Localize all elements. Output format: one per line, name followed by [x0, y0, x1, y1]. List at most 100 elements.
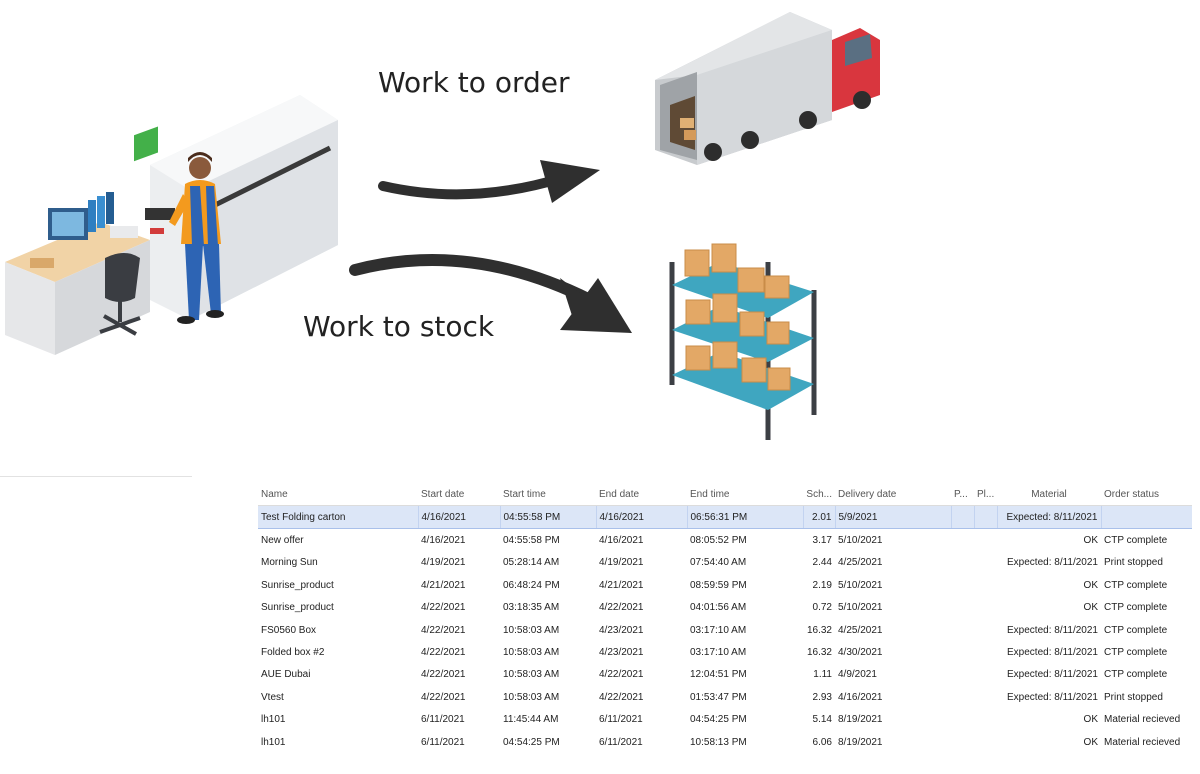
pl-cell — [974, 552, 997, 574]
start-date-cell: 4/16/2021 — [417, 504, 500, 530]
pl-cell — [974, 619, 997, 641]
end-date-cell: 6/11/2021 — [599, 714, 643, 726]
order-status-cell: CTP complete — [1104, 535, 1168, 547]
table-row[interactable]: FS0560 Box 4/22/2021 10:58:03 AM 4/23/2021 0… — [258, 619, 1192, 641]
order-status-cell: CTP complete — [1104, 602, 1168, 614]
column-header-delivery-date[interactable]: Delivery date — [835, 483, 951, 506]
end-date-cell: 4/23/2021 — [599, 647, 644, 659]
start-date-cell: 4/22/2021 — [421, 624, 466, 636]
end-time-cell: 12:04:51 PM — [690, 669, 747, 681]
arrow-to-stock-icon — [349, 254, 632, 333]
p-cell — [951, 529, 974, 552]
schedule-cell: 5.14 — [812, 714, 832, 726]
end-time-cell: 01:53:47 PM — [690, 691, 747, 703]
material-cell: OK — [1083, 714, 1098, 726]
material-cell: Expected: 8/11/2021 — [996, 504, 1101, 530]
column-header-schedule[interactable]: Sch... — [803, 483, 835, 506]
end-date-cell: 4/16/2021 — [595, 504, 687, 530]
name-cell: FS0560 Box — [261, 624, 317, 636]
column-header-p[interactable]: P... — [951, 483, 974, 506]
column-header-pl[interactable]: Pl... — [974, 483, 997, 506]
start-date-cell: 4/19/2021 — [421, 557, 466, 569]
delivery-date-cell: 5/10/2021 — [838, 535, 883, 547]
stock-shelf-icon — [669, 243, 817, 440]
schedule-cell: 16.32 — [806, 624, 832, 636]
name-cell: Test Folding carton — [258, 504, 418, 530]
table-header-row: Name Start date Start time End date End … — [258, 483, 1192, 506]
end-date-cell: 4/16/2021 — [599, 535, 644, 547]
column-header-start-date[interactable]: Start date — [418, 483, 500, 506]
schedule-cell: 16.32 — [806, 647, 832, 659]
order-status-cell — [1100, 504, 1192, 530]
column-header-material[interactable]: Material — [997, 483, 1101, 506]
end-time-cell: 03:17:10 AM — [690, 624, 747, 636]
name-cell: Sunrise_product — [261, 579, 334, 591]
material-cell: Expected: 8/11/2021 — [1007, 691, 1098, 703]
end-date-cell: 4/19/2021 — [599, 557, 644, 569]
order-status-cell: Print stopped — [1104, 557, 1163, 569]
column-header-start-time[interactable]: Start time — [500, 483, 596, 506]
schedule-cell: 2.93 — [812, 691, 832, 703]
p-cell — [950, 504, 974, 530]
start-time-cell: 05:28:14 AM — [503, 557, 560, 569]
schedule-cell: 3.17 — [812, 535, 832, 547]
p-cell — [951, 686, 974, 708]
order-status-cell: CTP complete — [1104, 647, 1168, 659]
start-time-cell: 03:18:35 AM — [503, 602, 560, 614]
name-cell: AUE Dubai — [261, 669, 311, 681]
end-date-cell: 4/22/2021 — [599, 691, 644, 703]
pl-cell — [973, 504, 997, 530]
schedule-cell: 2.19 — [812, 579, 832, 591]
jobs-table: Name Start date Start time End date End … — [258, 483, 1192, 753]
order-status-cell: CTP complete — [1104, 579, 1168, 591]
column-header-name[interactable]: Name — [258, 483, 418, 506]
column-header-end-date[interactable]: End date — [596, 483, 687, 506]
p-cell — [951, 619, 974, 641]
end-time-cell: 06:56:31 PM — [686, 504, 803, 530]
material-cell: OK — [1083, 535, 1098, 547]
delivery-date-cell: 4/16/2021 — [838, 691, 883, 703]
column-header-end-time[interactable]: End time — [687, 483, 803, 506]
material-cell: OK — [1083, 736, 1098, 748]
delivery-date-cell: 4/25/2021 — [838, 624, 883, 636]
column-header-order-status[interactable]: Order status — [1101, 483, 1192, 506]
start-date-cell: 6/11/2021 — [421, 714, 465, 726]
end-time-cell: 04:01:56 AM — [690, 602, 747, 614]
work-to-order-caption: Work to order — [378, 66, 570, 99]
schedule-cell: 2.44 — [812, 557, 832, 569]
end-date-cell: 4/23/2021 — [599, 624, 644, 636]
start-time-cell: 10:58:03 AM — [503, 624, 560, 636]
pl-cell — [974, 529, 997, 552]
schedule-cell: 0.72 — [812, 602, 832, 614]
delivery-date-cell: 5/9/2021 — [834, 504, 951, 530]
end-time-cell: 07:54:40 AM — [690, 557, 747, 569]
delivery-truck-icon — [655, 12, 880, 165]
name-cell: Morning Sun — [261, 557, 318, 569]
name-cell: lh101 — [261, 714, 286, 726]
name-cell: Folded box #2 — [261, 647, 325, 659]
start-date-cell: 6/11/2021 — [421, 736, 465, 748]
name-cell: Vtest — [261, 691, 284, 703]
start-date-cell: 4/21/2021 — [421, 579, 466, 591]
end-date-cell: 4/22/2021 — [599, 669, 644, 681]
p-cell — [951, 574, 974, 596]
table-row[interactable]: Morning Sun 4/19/2021 05:28:14 AM 4/19/2021… — [258, 552, 1192, 574]
pl-cell — [974, 664, 997, 686]
order-status-cell: Print stopped — [1104, 691, 1163, 703]
material-cell: Expected: 8/11/2021 — [1007, 647, 1098, 659]
material-cell: OK — [1083, 602, 1098, 614]
delivery-date-cell: 5/10/2021 — [838, 602, 883, 614]
material-cell: Expected: 8/11/2021 — [1007, 557, 1098, 569]
end-time-cell: 03:17:10 AM — [690, 647, 747, 659]
start-time-cell: 10:58:03 AM — [503, 691, 560, 703]
